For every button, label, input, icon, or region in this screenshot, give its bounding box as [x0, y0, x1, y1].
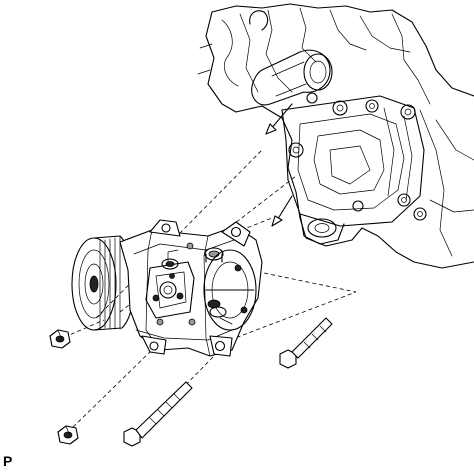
figure-corner-code: P [3, 453, 13, 469]
engine-block [197, 3, 474, 269]
bolt-right [279, 317, 333, 369]
nut-upper [49, 329, 71, 349]
nut-lower [57, 425, 79, 445]
bracket-bolt-heads [288, 92, 427, 221]
stud-bolt-lower [123, 381, 193, 447]
refrigerant-ports [161, 247, 224, 270]
compressor-assembly [71, 219, 263, 357]
alignment-arrow-icons [265, 103, 293, 227]
